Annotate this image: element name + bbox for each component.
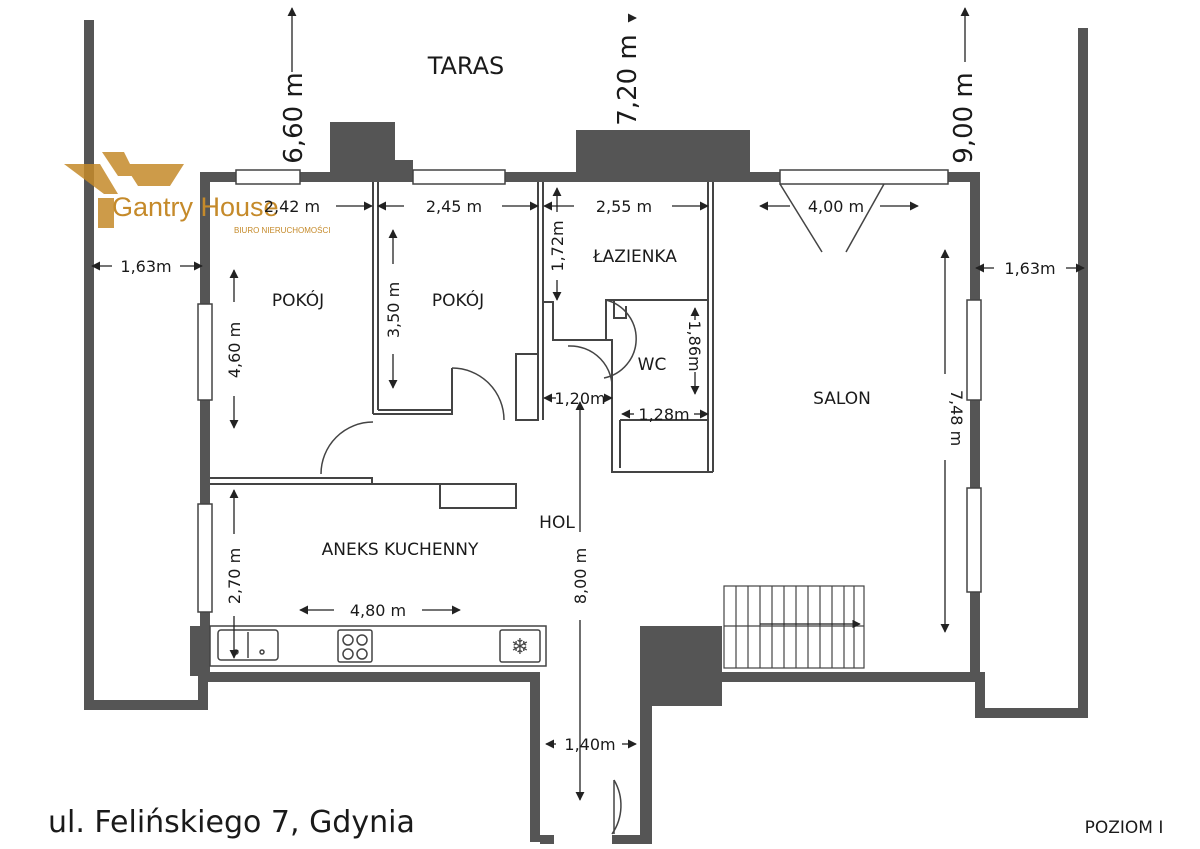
dim-wc-width: 1,28m bbox=[638, 405, 689, 424]
logo-tagline: BIURO NIERUCHOMOŚCI bbox=[234, 226, 330, 235]
room-taras: TARAS bbox=[427, 52, 505, 80]
stairs bbox=[723, 585, 865, 669]
level-label: POZIOM I bbox=[1085, 818, 1164, 838]
dim-entry-width: 1,40m bbox=[564, 735, 615, 754]
windows bbox=[197, 169, 982, 613]
dim-pokoj1-depth: 4,60 m bbox=[225, 322, 244, 378]
interior-walls bbox=[210, 182, 714, 509]
room-labels: TARAS POKÓJ POKÓJ ŁAZIENKA WC SALON HOL … bbox=[272, 52, 871, 560]
dimension-lines bbox=[91, 7, 1085, 801]
room-hol: HOL bbox=[539, 513, 575, 533]
dimension-labels: 6,60 m 7,20 m 9,00 m 2,42 m 2,45 m 2,55 … bbox=[120, 34, 1055, 754]
dim-pokoj1-width: 2,42 m bbox=[264, 197, 320, 216]
logo-name: Gantry House bbox=[112, 192, 279, 222]
dim-pokoj2-width: 2,45 m bbox=[426, 197, 482, 216]
logo: Gantry House BIURO NIERUCHOMOŚCI bbox=[64, 152, 330, 235]
terrace-walls bbox=[84, 20, 1088, 718]
dim-aneks-depth: 2,70 m bbox=[225, 548, 244, 604]
kitchen-counter: ❄ bbox=[209, 625, 547, 667]
dim-taras-mid: 7,20 m bbox=[613, 34, 643, 125]
address: ul. Felińskiego 7, Gdynia bbox=[48, 805, 415, 840]
door-swings bbox=[320, 183, 885, 835]
dim-hol-width: 1,20m bbox=[554, 389, 605, 408]
dim-right-balcony: 1,63m bbox=[1004, 259, 1055, 278]
room-lazienka: ŁAZIENKA bbox=[592, 247, 677, 267]
dim-pokoj2-depth: 3,50 m bbox=[384, 282, 403, 338]
dim-salon-window: 4,00 m bbox=[808, 197, 864, 216]
exterior-walls bbox=[198, 172, 985, 844]
dim-aneks-width: 4,80 m bbox=[350, 601, 406, 620]
dim-hol-length: 8,00 m bbox=[571, 548, 590, 604]
dim-left-balcony: 1,63m bbox=[120, 257, 171, 276]
dim-taras-right: 9,00 m bbox=[949, 72, 979, 163]
snowflake-icon: ❄ bbox=[511, 635, 529, 660]
dim-salon-depth: 7,48 m bbox=[947, 390, 966, 446]
cooktop bbox=[337, 629, 373, 663]
dim-taras-left: 6,60 m bbox=[279, 72, 309, 163]
room-pokoj-1: POKÓJ bbox=[272, 289, 324, 311]
dim-wc-depth: 1,86m bbox=[685, 320, 704, 371]
dim-lazienka-width: 2,55 m bbox=[596, 197, 652, 216]
logo-mark-icon bbox=[64, 152, 184, 228]
sink bbox=[217, 629, 279, 661]
dim-lazienka-depth: 1,72m bbox=[548, 220, 567, 271]
room-salon: SALON bbox=[813, 389, 871, 409]
room-wc: WC bbox=[638, 355, 667, 375]
room-pokoj-2: POKÓJ bbox=[432, 289, 484, 311]
fridge bbox=[499, 629, 541, 663]
room-aneks: ANEKS KUCHENNY bbox=[322, 540, 479, 560]
